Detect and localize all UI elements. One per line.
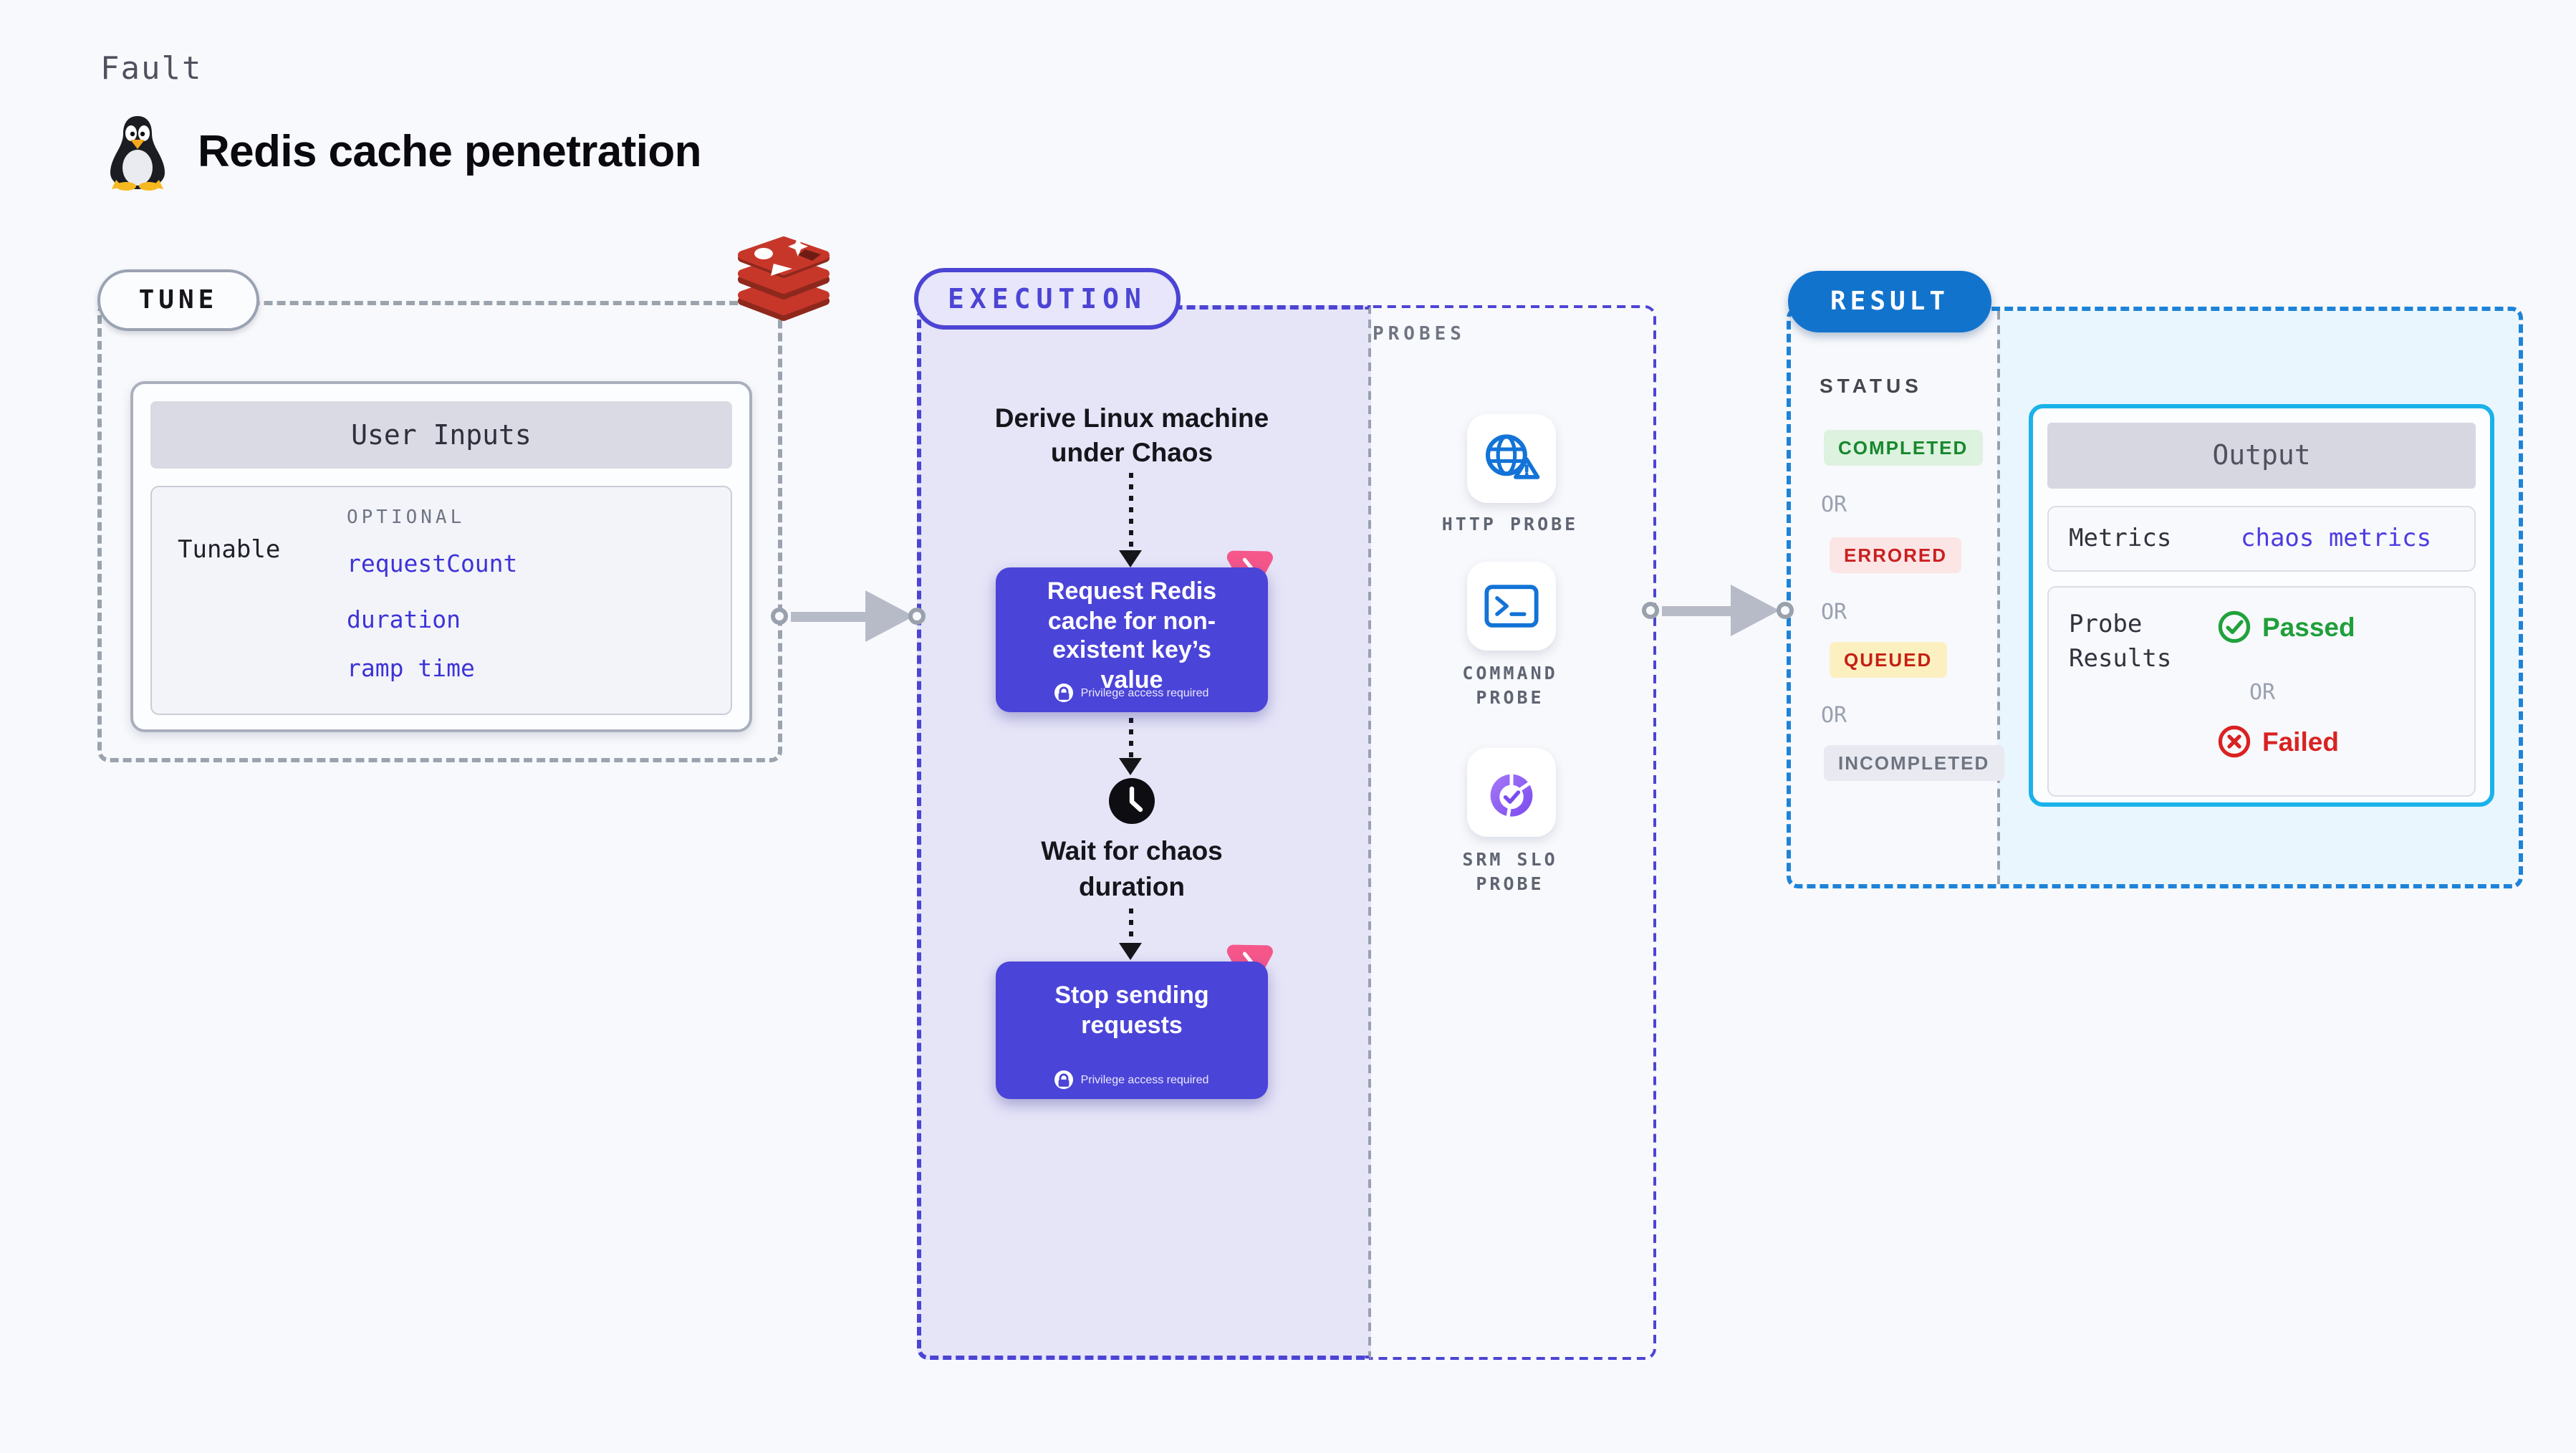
connector-ring <box>1777 602 1794 619</box>
flow-arrow-head <box>865 590 914 642</box>
probe-label-srm-slo: SRM SLO PROBE <box>1462 848 1558 894</box>
probes-column-label: PROBES <box>1373 324 1466 345</box>
redis-icon <box>738 236 830 321</box>
connector-ring <box>771 608 788 625</box>
tunable-box: Tunable OPTIONAL requestCount duration r… <box>150 486 732 715</box>
dotted-connector <box>1129 908 1133 943</box>
privilege-text: Privilege access required <box>1080 1073 1209 1086</box>
chaos-step-text: Stop sending requests <box>1054 982 1209 1038</box>
failed-label: Failed <box>2262 726 2339 756</box>
linux-tux-icon <box>110 116 165 191</box>
status-badge-queued: QUEUED <box>1830 642 1947 678</box>
metrics-label: Metrics <box>2069 524 2172 553</box>
lock-icon <box>1054 684 1074 702</box>
result-pill: RESULT <box>1788 271 1991 332</box>
result-section-box: STATUS COMPLETED OR ERRORED OR QUEUED OR… <box>1787 307 2523 888</box>
check-circle-icon <box>2218 610 2251 643</box>
dotted-connector <box>1129 473 1133 550</box>
probe-results-row: Probe Results Passed OR Failed <box>2047 586 2476 797</box>
or-separator: OR <box>1821 599 1847 625</box>
tune-pill-label: TUNE <box>138 285 218 315</box>
execution-pill: EXECUTION <box>914 268 1181 330</box>
probe-card-http <box>1467 414 1556 503</box>
result-pill-label: RESULT <box>1830 287 1950 317</box>
lock-icon <box>1054 1070 1074 1089</box>
connector-ring <box>1642 602 1659 619</box>
optional-label: OPTIONAL <box>347 507 466 529</box>
tunable-link-duration[interactable]: duration <box>347 606 461 633</box>
probe-label-http: HTTP PROBE <box>1441 513 1579 534</box>
privilege-row: Privilege access required <box>996 1070 1268 1089</box>
dotted-connector <box>1129 718 1133 758</box>
tune-pill: TUNE <box>97 269 259 331</box>
slo-donut-check-icon <box>1490 769 1533 820</box>
user-inputs-header: User Inputs <box>150 401 732 469</box>
or-separator: OR <box>1821 702 1847 728</box>
clock-icon <box>1109 778 1155 824</box>
terminal-icon <box>1484 585 1539 628</box>
chaos-metrics-link[interactable]: chaos metrics <box>2241 524 2432 553</box>
x-circle-icon <box>2218 725 2251 758</box>
connector-ring <box>908 608 926 625</box>
tunable-label: Tunable <box>178 536 281 565</box>
privilege-row: Privilege access required <box>996 684 1268 702</box>
tunable-link-request-count[interactable]: requestCount <box>347 550 518 577</box>
or-separator: OR <box>1821 491 1847 517</box>
probe-label-command: COMMAND PROBE <box>1462 662 1558 708</box>
flow-arrow-head <box>1731 585 1779 636</box>
execution-section-box <box>917 305 1656 1360</box>
globe-alert-icon <box>1486 434 1540 479</box>
dotted-arrow-head <box>1119 550 1142 567</box>
user-inputs-card: User Inputs Tunable OPTIONAL requestCoun… <box>130 381 752 732</box>
chaos-step-text: Request Redis cache for non- existent ke… <box>1047 577 1217 693</box>
passed-label: Passed <box>2262 611 2355 641</box>
probe-results-label: Probe Results <box>2069 610 2172 673</box>
probe-card-command <box>1467 562 1556 651</box>
output-header: Output <box>2047 423 2476 489</box>
privilege-text: Privilege access required <box>1080 686 1209 699</box>
tunable-link-ramp-time[interactable]: ramp time <box>347 655 475 682</box>
execution-pill-label: EXECUTION <box>948 283 1147 315</box>
flow-arrow-shaft <box>1662 606 1734 616</box>
page-title: Redis cache penetration <box>198 126 701 176</box>
dotted-arrow-head <box>1119 943 1142 960</box>
tune-section-box <box>97 301 782 762</box>
probe-card-srm-slo <box>1467 748 1556 837</box>
chaos-step-card-stop-requests: Stop sending requests Privilege access r… <box>996 962 1268 1099</box>
passed-result: Passed <box>2218 610 2355 643</box>
metrics-row: Metrics chaos metrics <box>2047 506 2476 572</box>
flow-arrow-shaft <box>791 612 868 622</box>
fault-eyebrow: Fault <box>100 52 203 87</box>
derive-step-text: Derive Linux machine under Chaos <box>994 403 1269 467</box>
status-column-label: STATUS <box>1820 374 1923 397</box>
failed-result: Failed <box>2218 725 2339 758</box>
dotted-arrow-head <box>1119 758 1142 775</box>
execution-flow-zone <box>917 305 1371 1360</box>
wait-step-text: Wait for chaos duration <box>1041 835 1223 901</box>
status-badge-completed: COMPLETED <box>1824 430 1983 466</box>
or-separator: OR <box>2249 679 2276 705</box>
status-badge-errored: ERRORED <box>1830 537 1962 573</box>
status-badge-incompleted: INCOMPLETED <box>1824 745 2004 781</box>
output-card: Output Metrics chaos metrics Probe Resul… <box>2029 404 2494 807</box>
chaos-step-card-request-redis: Request Redis cache for non- existent ke… <box>996 567 1268 712</box>
